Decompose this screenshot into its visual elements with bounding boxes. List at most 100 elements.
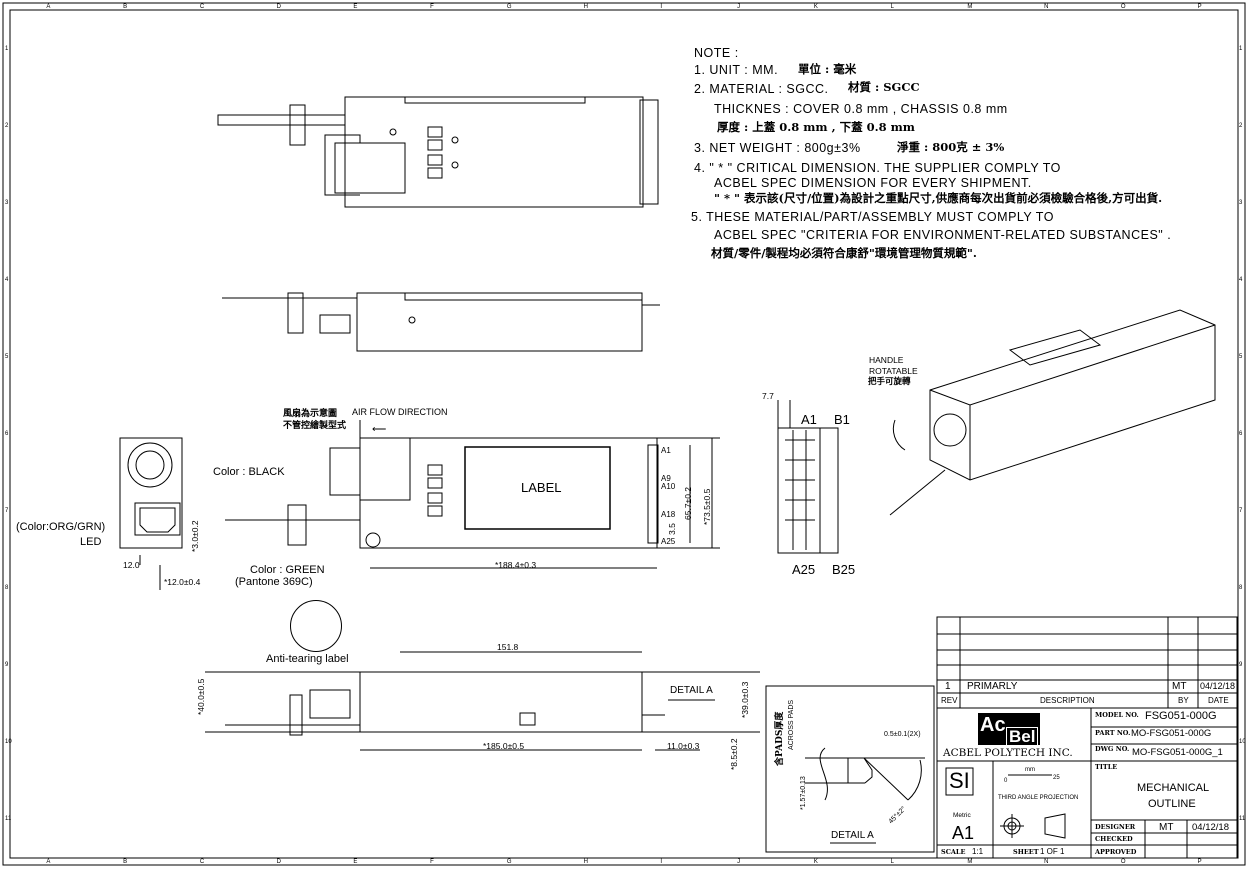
note-5-line2: ACBEL SPEC "CRITERIA FOR ENVIRONMENT-REL… xyxy=(714,228,1172,242)
border-row-label: 2 xyxy=(5,122,9,129)
designer-label: DESIGNER xyxy=(1095,823,1136,831)
anti-tearing-label: Anti-tearing label xyxy=(266,653,349,665)
dim-3-0: *3.0±0.2 xyxy=(190,520,200,552)
scale-label: SCALE xyxy=(941,848,966,856)
note-2-thickness-cjk: 厚度 : 上蓋 0.8 mm , 下蓋 0.8 mm xyxy=(717,120,915,134)
checked-label: CHECKED xyxy=(1095,835,1133,843)
border-row-label: 8 xyxy=(5,585,9,592)
border-column-label: E xyxy=(353,4,358,10)
part-no-label: PART NO. xyxy=(1095,729,1131,737)
border-column-label: L xyxy=(890,4,894,10)
border-column-label: M xyxy=(967,4,973,10)
rev-date: 04/12/18 xyxy=(1200,681,1236,691)
scale-bar-unit: mm xyxy=(1025,767,1035,773)
approved-label: APPROVED xyxy=(1095,848,1137,856)
dim-39: *39.0±0.3 xyxy=(740,681,750,718)
pin-a1-end: A1 xyxy=(801,412,817,427)
border-row-label: 1 xyxy=(5,45,9,52)
border-column-label: K xyxy=(813,4,818,10)
detail-a-chamfer: 0.5±0.1(2X) xyxy=(884,731,921,738)
rev-number: 1 xyxy=(945,681,951,692)
designer: MT xyxy=(1159,822,1174,833)
pin-a10: A10 xyxy=(661,482,676,491)
pin-a25-end: A25 xyxy=(792,562,816,577)
header-date: DATE xyxy=(1208,696,1229,705)
main-view xyxy=(225,420,720,569)
border-row-label: 8 xyxy=(1239,585,1243,592)
color-green-note: Color : GREEN xyxy=(250,564,325,576)
side-view xyxy=(222,292,660,352)
detail-a-callout: DETAIL A xyxy=(670,685,713,696)
border-column-label: P xyxy=(1197,859,1202,865)
note-4-cjk: " * " 表示該(尺寸/位置)為設計之重點尺寸,供應商每次出貨前必須檢驗合格後… xyxy=(714,191,1163,205)
dim-40: *40.0±0.5 xyxy=(196,678,206,715)
air-flow-label: AIR FLOW DIRECTION xyxy=(352,407,448,417)
fan-note-line1: 風扇為示意圖 xyxy=(283,409,338,419)
border-column-label: O xyxy=(1120,4,1126,10)
label-area: LABEL xyxy=(521,480,562,495)
dim-height-73: *73.5±0.5 xyxy=(702,488,712,525)
led-label: LED xyxy=(80,536,102,548)
header-rev: REV xyxy=(941,696,958,705)
logo-bel: Bel xyxy=(1006,727,1039,746)
notes-heading: NOTE : xyxy=(694,46,739,60)
dim-151: 151.8 xyxy=(497,642,519,652)
designer-date: 04/12/18 xyxy=(1192,822,1229,833)
dim-11: 11.0±0.3 xyxy=(667,741,700,751)
metric-label: Metric xyxy=(953,812,971,819)
border-column-label: N xyxy=(1044,859,1049,865)
border-row-label: 5 xyxy=(5,353,9,360)
note-1-cjk: 單位 : 毫米 xyxy=(798,62,857,76)
border-row-label: 6 xyxy=(5,431,9,437)
border-column-label: C xyxy=(199,4,205,10)
note-4-line1: 4. " * " CRITICAL DIMENSION. THE SUPPLIE… xyxy=(694,161,1061,175)
top-view xyxy=(217,96,659,208)
dim-3-5: 3.5 xyxy=(667,523,677,535)
border-row-label: 11 xyxy=(5,816,12,823)
border-column-label: P xyxy=(1197,4,1202,10)
dim-185: *185.0±0.5 xyxy=(483,741,525,751)
border-row-label: 4 xyxy=(1239,276,1243,283)
note-3-cjk: 淨重 : 800克 ± 3% xyxy=(897,140,1005,154)
border-row-label: 10 xyxy=(1239,739,1246,746)
fan-note-line2: 不管控繪製型式 xyxy=(283,421,347,431)
color-black-note: Color : BLACK xyxy=(213,466,285,478)
dwg-no: MO-FSG051-000G_1 xyxy=(1132,747,1223,758)
border-row-label: 3 xyxy=(5,199,9,206)
led-color-note: (Color:ORG/GRN) xyxy=(16,521,106,533)
border-column-label: D xyxy=(276,4,281,10)
handle-note-line2: ROTATABLE xyxy=(869,366,918,376)
anti-tearing-label-icon xyxy=(290,600,342,652)
rev-description: PRIMARLY xyxy=(967,681,1018,692)
border-row-label: 10 xyxy=(5,739,12,746)
border-row-label: 11 xyxy=(1239,816,1246,823)
air-flow-arrow: ⟵ xyxy=(372,424,387,435)
pin-a18: A18 xyxy=(661,510,676,519)
note-2-cjk: 材質 : SGCC xyxy=(848,80,920,94)
border-column-label: I xyxy=(660,4,663,10)
border-column-label: M xyxy=(967,859,973,865)
pin-b1-end: B1 xyxy=(834,412,850,427)
drawing-title-line1: MECHANICAL xyxy=(1137,782,1210,794)
detail-a-across-pads: ACROSS PADS xyxy=(788,699,795,750)
dim-12-04: *12.0±0.4 xyxy=(164,577,201,587)
border-row-label: 5 xyxy=(1239,353,1243,360)
border-column-label: A xyxy=(46,4,51,10)
handle-note-cjk: 把手可旋轉 xyxy=(868,377,911,387)
border-column-label: J xyxy=(737,859,741,865)
inner-frame xyxy=(9,9,1239,859)
border-row-label: 9 xyxy=(5,662,9,669)
dwg-no-label: DWG NO. xyxy=(1095,745,1130,753)
pin-a9: A9 xyxy=(661,474,671,483)
detail-a-thickness: *1.57±0.13 xyxy=(800,776,807,810)
sheet-value: 1 OF 1 xyxy=(1040,847,1065,856)
border-column-label: F xyxy=(430,859,434,865)
title-label: TITLE xyxy=(1095,763,1118,771)
end-view xyxy=(777,400,839,554)
border-row-label: 7 xyxy=(1239,508,1243,515)
drawing-title-line2: OUTLINE xyxy=(1148,798,1196,810)
border-column-label: D xyxy=(276,859,281,865)
border-column-label: G xyxy=(506,859,512,865)
note-5-line1: 5. THESE MATERIAL/PART/ASSEMBLY MUST COM… xyxy=(691,210,1054,224)
